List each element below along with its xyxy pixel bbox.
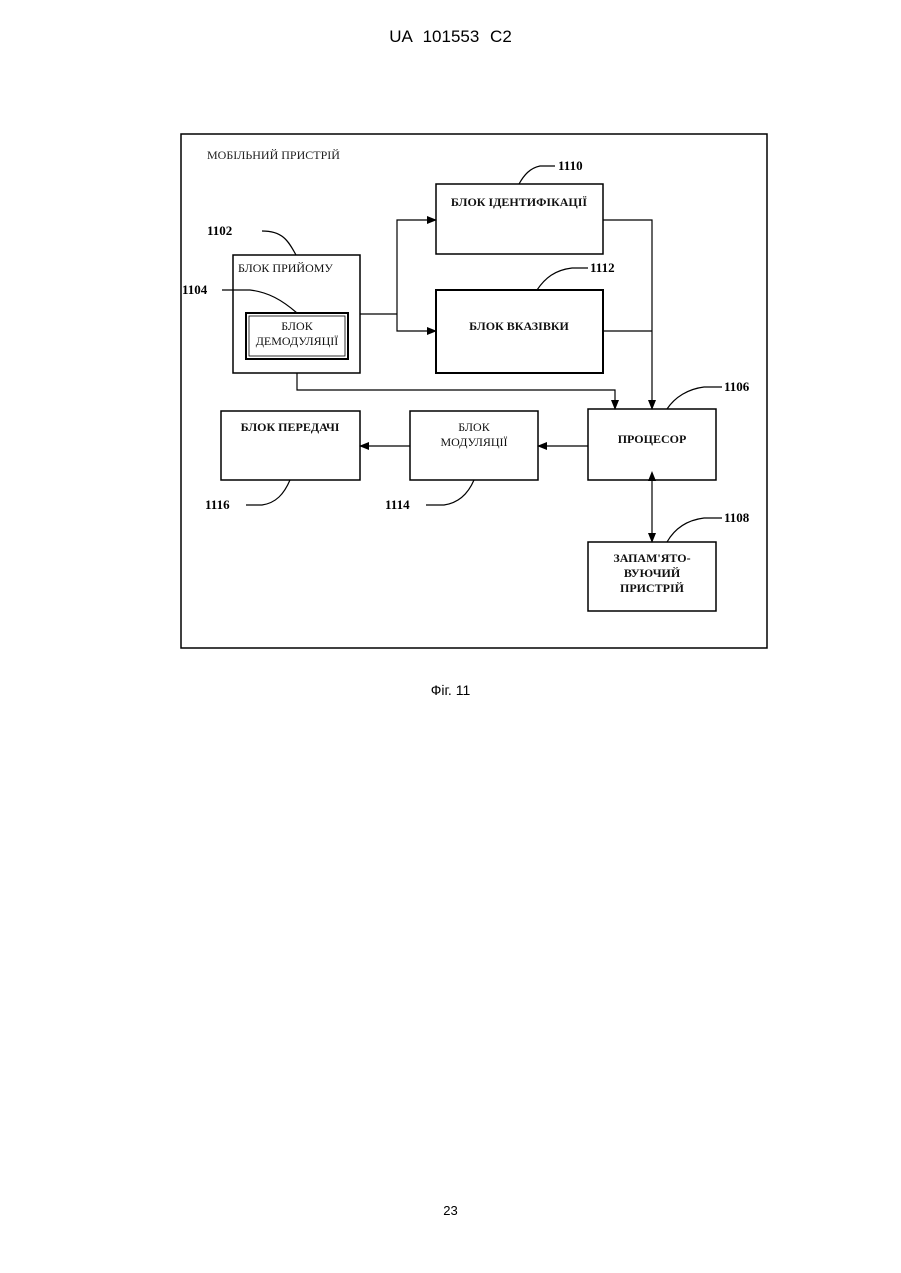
ref-1116: 1116 <box>205 497 230 512</box>
ref-1104: 1104 <box>182 282 208 297</box>
leader-1114 <box>426 480 474 505</box>
arrow-identification-to-processor <box>603 220 652 409</box>
leader-1108 <box>667 518 722 542</box>
indication-block-label: БЛОК ВКАЗІВКИ <box>469 319 569 333</box>
modulation-block-label-2: МОДУЛЯЦІЇ <box>440 435 507 449</box>
ref-1102: 1102 <box>207 223 232 238</box>
leader-1116 <box>246 480 290 505</box>
ref-1110: 1110 <box>558 158 583 173</box>
arrow-to-indication <box>397 314 436 331</box>
modulation-block-label-1: БЛОК <box>458 420 490 434</box>
ref-1114: 1114 <box>385 497 410 512</box>
identification-block-label: БЛОК ІДЕНТИФІКАЦІЇ <box>451 195 588 209</box>
page-number: 23 <box>0 1203 901 1218</box>
memory-block-label-2: ВУЮЧИЙ <box>624 566 681 580</box>
ref-1106: 1106 <box>724 379 750 394</box>
mobile-device-title: МОБІЛЬНИЙ ПРИСТРІЙ <box>207 148 340 162</box>
leader-1102 <box>262 231 296 255</box>
ref-1112: 1112 <box>590 260 615 275</box>
leader-1110 <box>519 166 555 184</box>
transmit-block-label: БЛОК ПЕРЕДАЧІ <box>241 420 340 434</box>
figure-caption: Фіг. 11 <box>0 682 901 698</box>
arrow-demod-to-processor <box>297 373 615 409</box>
arrow-to-identification <box>397 220 436 314</box>
memory-block-label-3: ПРИСТРІЙ <box>620 581 685 595</box>
memory-block-label-1: ЗАПАМ'ЯТО- <box>613 551 690 565</box>
leader-1106 <box>667 387 722 409</box>
processor-block-label: ПРОЦЕСОР <box>618 432 687 446</box>
leader-1112 <box>537 268 588 290</box>
ref-1108: 1108 <box>724 510 750 525</box>
demod-block-label-1: БЛОК <box>281 319 313 333</box>
demod-block-label-2: ДЕМОДУЛЯЦІЇ <box>256 334 339 348</box>
receive-block-label: БЛОК ПРИЙОМУ <box>238 261 333 275</box>
